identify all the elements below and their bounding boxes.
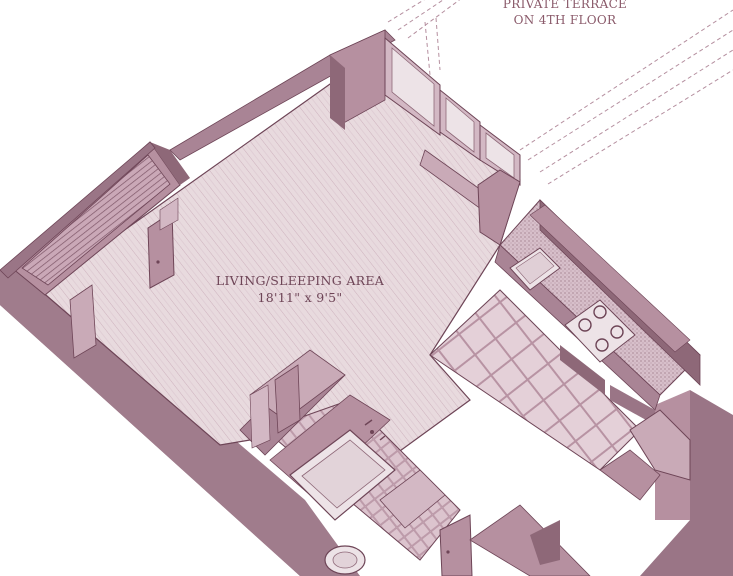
terrace-outline bbox=[387, 0, 733, 185]
windows bbox=[384, 36, 521, 186]
top-wall bbox=[169, 29, 396, 161]
closet-door bbox=[69, 197, 179, 359]
entry-closet bbox=[249, 349, 346, 449]
room-name-label: LIVING/SLEEPING AREA bbox=[215, 273, 385, 288]
room-dimensions-label: 18'11" x 9'5" bbox=[257, 290, 343, 305]
kitchen bbox=[494, 199, 701, 425]
stove-icon bbox=[564, 299, 636, 363]
terrace-label-line2: ON 4TH FLOOR bbox=[513, 13, 617, 27]
terrace-label-line1: PRIVATE TERRACE bbox=[502, 0, 628, 11]
bathroom-door bbox=[439, 514, 473, 576]
